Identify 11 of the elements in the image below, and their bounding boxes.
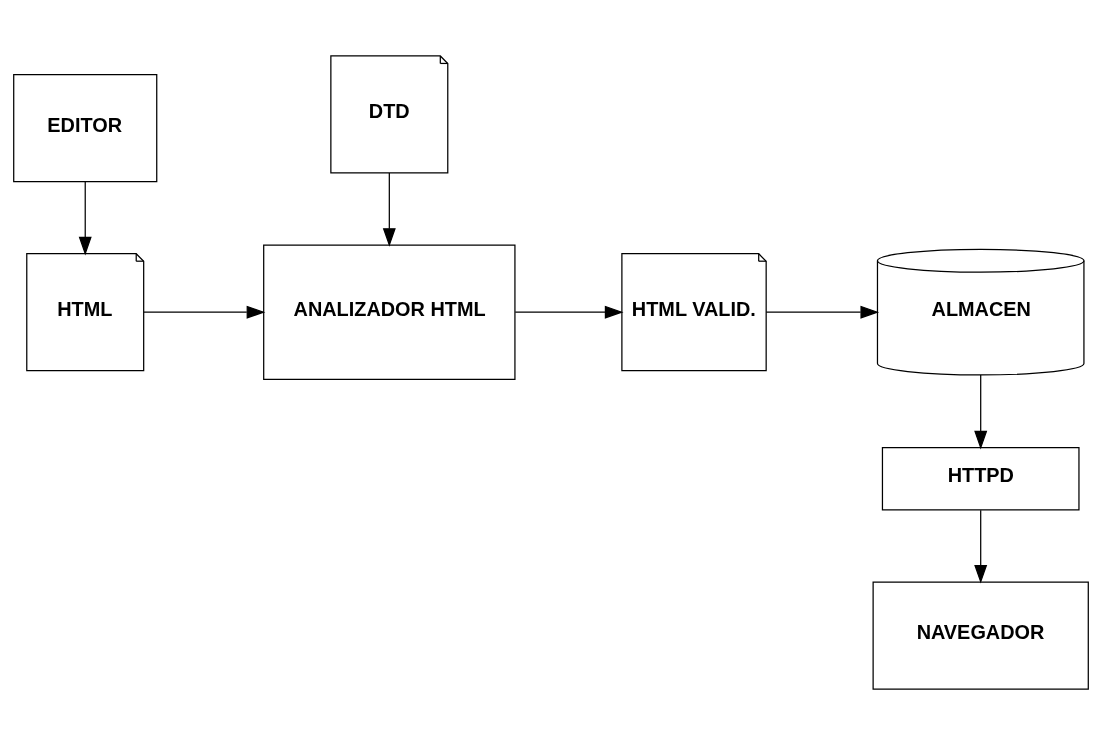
- node-box: ANALIZADOR HTML: [263, 243, 516, 380]
- node-box: NAVEGADOR: [872, 580, 1089, 690]
- arrow: [974, 374, 988, 449]
- arrow: [143, 305, 266, 319]
- arrow: [974, 509, 988, 584]
- arrow: [78, 180, 92, 255]
- arrow: [514, 305, 624, 319]
- node-box: HTTPD: [881, 446, 1080, 511]
- arrow: [765, 305, 880, 319]
- node-box: EDITOR: [13, 73, 158, 182]
- arrow: [382, 171, 396, 247]
